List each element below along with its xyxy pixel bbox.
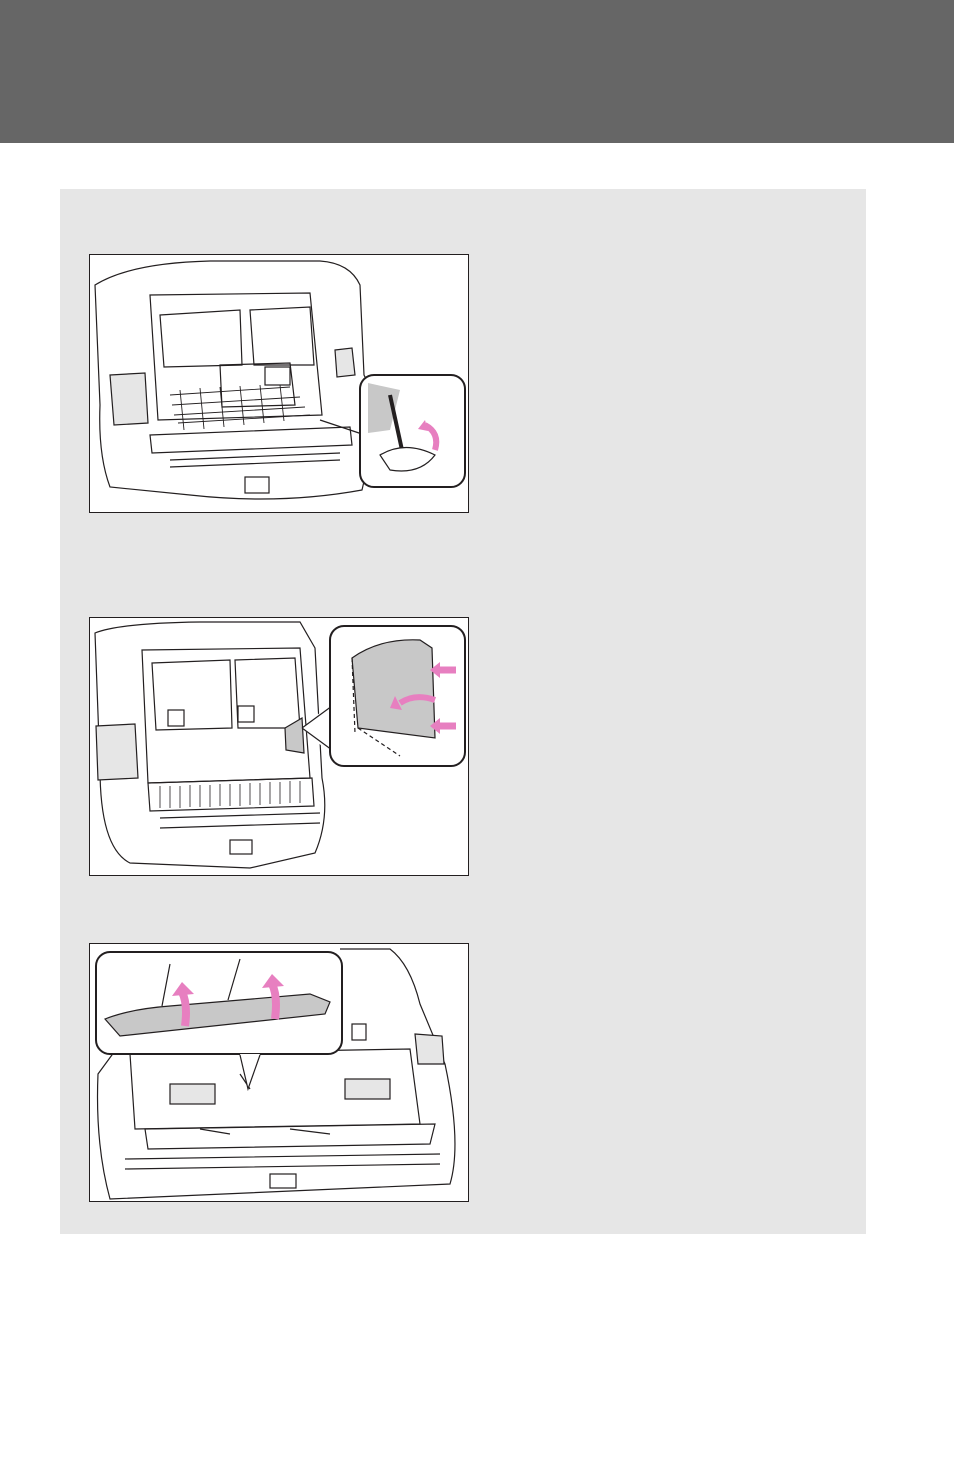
side-cover-removal-illustration — [89, 617, 469, 876]
cargo-net-hook-illustration — [89, 254, 469, 513]
header-bar — [0, 0, 954, 143]
deck-board-lift-illustration — [89, 943, 469, 1202]
